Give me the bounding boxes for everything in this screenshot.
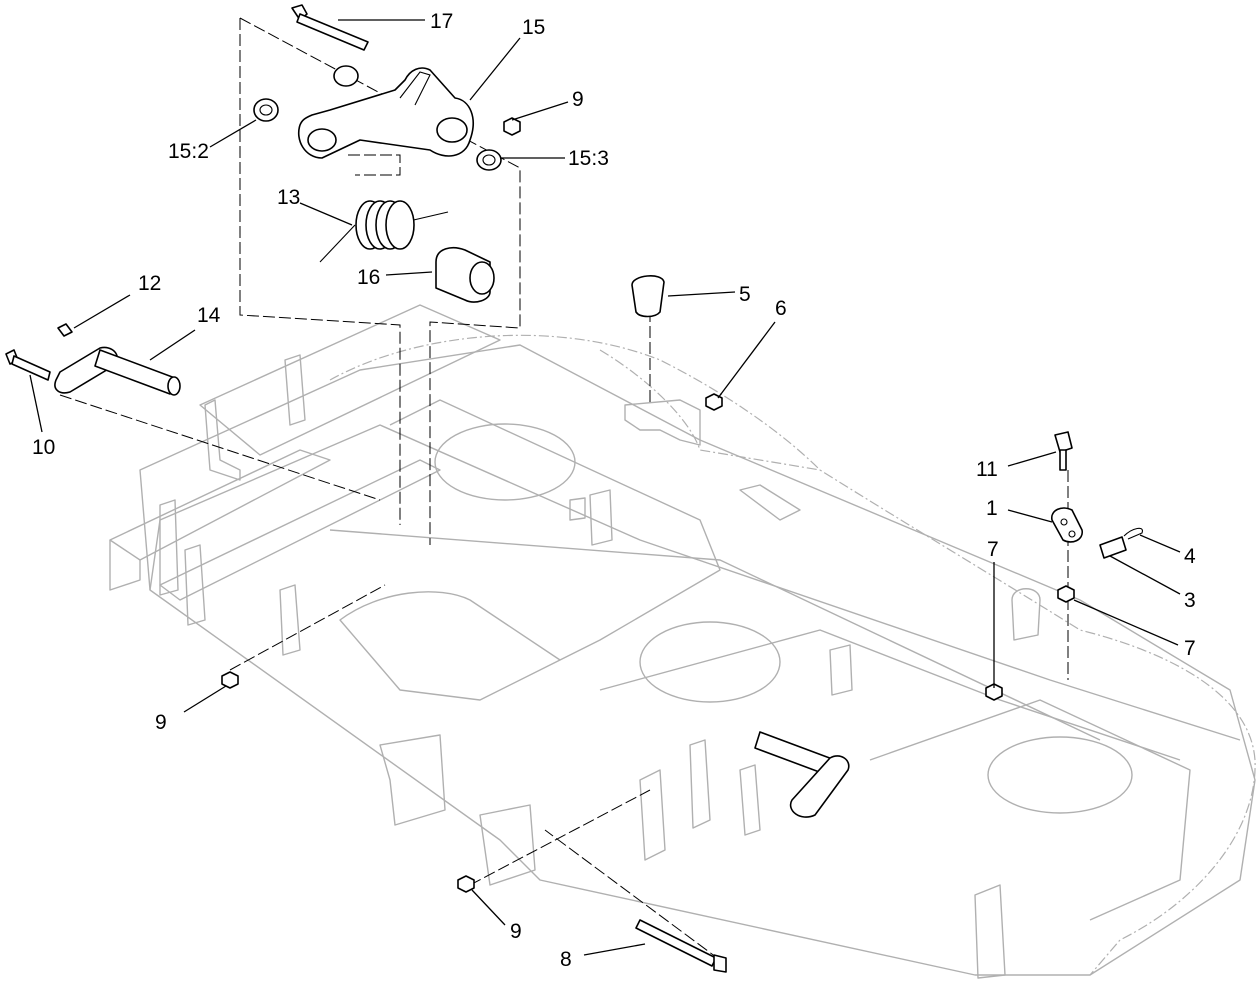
pivot-shaft-14 <box>54 346 181 396</box>
nut-9-top <box>503 117 521 136</box>
callout-7-right: 7 <box>1184 637 1196 660</box>
explosion-lines <box>59 17 1069 961</box>
bolt-10 <box>5 349 51 381</box>
callout-4: 4 <box>1184 545 1196 568</box>
callout-3: 3 <box>1184 589 1196 612</box>
callout-11: 11 <box>976 458 998 481</box>
front-pivot-shaft <box>754 731 850 818</box>
pin-3 <box>1099 536 1127 559</box>
bushing-15-2 <box>253 98 279 122</box>
nut-7-right <box>1057 585 1075 603</box>
mower-deck-outline <box>109 304 1256 979</box>
callout-6: 6 <box>775 297 787 320</box>
callout-13: 13 <box>277 186 300 209</box>
bushing-15-3 <box>476 149 502 171</box>
bolt-8 <box>635 919 727 973</box>
grease-fitting-12 <box>57 323 73 337</box>
callout-5: 5 <box>739 283 751 306</box>
bumper-5 <box>631 275 665 318</box>
callout-9-bottom: 9 <box>510 920 522 943</box>
callout-15-2: 15:2 <box>168 140 209 163</box>
callout-9-top: 9 <box>572 88 584 111</box>
pivot-arm-15 <box>298 67 474 159</box>
plate-1 <box>1051 507 1083 543</box>
callout-7-left: 7 <box>987 538 999 561</box>
callout-10: 10 <box>32 436 55 459</box>
callout-9-left: 9 <box>155 711 167 734</box>
callout-1: 1 <box>986 497 998 520</box>
callout-labels: 17 15 9 15:2 15:3 13 16 12 14 10 5 6 11 … <box>32 10 1196 971</box>
hairpin-4 <box>1123 527 1143 540</box>
callout-15: 15 <box>522 16 545 39</box>
nut-9-bottom <box>457 875 475 893</box>
bumper-bracket <box>624 399 701 446</box>
spacer-16 <box>435 246 495 303</box>
callout-17: 17 <box>430 10 453 33</box>
callout-16: 16 <box>357 266 380 289</box>
clevis-pin-11 <box>1054 431 1073 471</box>
callout-8: 8 <box>560 948 572 971</box>
callout-14: 14 <box>197 304 221 327</box>
bushing-upper <box>333 65 359 87</box>
callout-12: 12 <box>138 272 161 295</box>
leader-lines <box>29 19 1181 956</box>
callout-15-3: 15:3 <box>568 147 609 170</box>
nut-9-left <box>221 671 239 689</box>
bolt-17 <box>291 4 369 51</box>
torsion-spring-13 <box>319 200 449 263</box>
